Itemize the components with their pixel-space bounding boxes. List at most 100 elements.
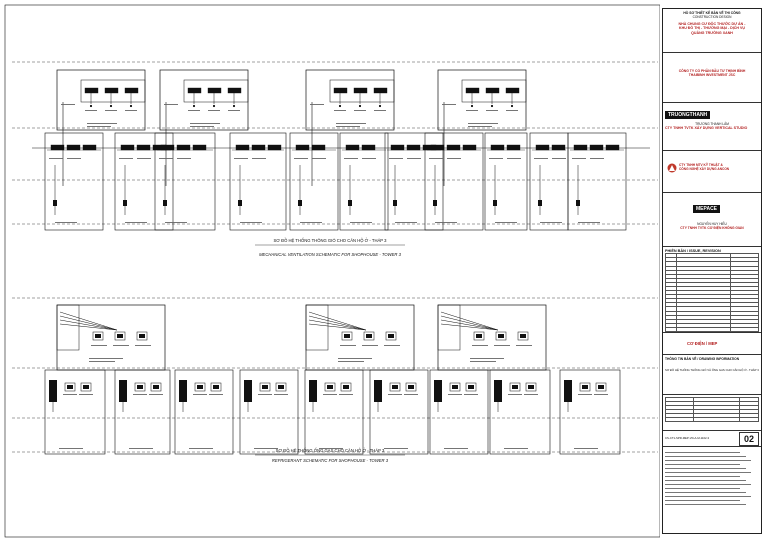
tag-label — [395, 222, 417, 223]
lower-apartment-frame — [229, 132, 287, 231]
fan-unit — [505, 87, 520, 94]
tag-label — [312, 158, 326, 159]
lower-apartment-frame — [304, 369, 364, 455]
tag-label — [323, 394, 337, 395]
fan-unit — [353, 87, 368, 94]
general-notes — [665, 451, 759, 505]
fan-zone — [183, 79, 249, 103]
diffuser — [109, 104, 113, 108]
tag-label — [159, 158, 173, 159]
exhaust-grille — [163, 200, 167, 206]
tag-label — [310, 104, 324, 105]
tag-label — [574, 448, 598, 449]
indoor-unit-core — [512, 385, 518, 389]
exhaust-grille — [576, 200, 580, 206]
upper-apartment-frame — [56, 304, 166, 371]
diffuser — [232, 104, 236, 108]
upper-apartment-frame — [305, 69, 395, 131]
refrigerant-pipe — [440, 323, 499, 331]
tag-label — [534, 158, 548, 159]
diffuser — [490, 104, 494, 108]
exhaust-grille — [53, 200, 57, 206]
fan-unit — [485, 87, 500, 94]
project-line-3: QUẢNG TRƯỜNG XANH — [691, 30, 733, 35]
mep-logo: MEPACE — [693, 204, 721, 213]
tag-label — [319, 448, 343, 449]
tag-label — [193, 394, 207, 395]
fan-unit — [82, 144, 97, 151]
tag-label — [578, 394, 592, 395]
tag-label — [389, 158, 403, 159]
tag-label — [354, 110, 366, 111]
refrigerant-pipe — [308, 311, 367, 331]
tag-label — [125, 110, 137, 111]
outdoor-pipe-riser — [49, 380, 57, 402]
tag-label — [495, 222, 517, 223]
lower-apartment-frame — [239, 369, 299, 455]
tag-label — [552, 158, 566, 159]
refrigerant-pipe — [440, 315, 499, 331]
tag-label — [524, 394, 538, 395]
tag-label — [119, 158, 133, 159]
tag-label — [87, 126, 111, 127]
tag-label — [91, 345, 107, 346]
tag-label — [85, 110, 97, 111]
tag-label — [336, 123, 366, 124]
refrigerant-pipe — [308, 319, 367, 331]
fan-unit — [187, 87, 202, 94]
tag-label — [338, 361, 364, 362]
diagram1-title-vi: SƠ ĐỒ HỆ THỐNG THÔNG GIÓ CHO CĂN HỘ Ở - … — [274, 238, 388, 243]
fan-unit — [605, 144, 620, 151]
tag-label — [470, 358, 504, 359]
revision-title: PHIÊN BẢN / ISSUE, REVISION — [665, 248, 721, 253]
tag-label — [486, 110, 498, 111]
diagram2-title-en: REFRIGERANT SCHEMATIC FOR SHOPHOUSE - TO… — [272, 458, 389, 463]
tag-label — [164, 104, 178, 105]
diffuser — [129, 104, 133, 108]
tag-label — [578, 222, 600, 223]
indoor-unit-core — [327, 385, 333, 389]
tag-label — [362, 158, 376, 159]
tag-label — [362, 345, 378, 346]
diffuser — [192, 104, 196, 108]
mep-company: CTY TNHH TVTK CƠ ĐIỆN KHÔNG GIAN — [680, 225, 744, 230]
diffuser — [470, 104, 474, 108]
indoor-unit-core — [137, 385, 143, 389]
tag-label — [254, 448, 278, 449]
fan-unit — [251, 144, 266, 151]
indoor-unit-core — [598, 385, 604, 389]
tag-label — [300, 222, 322, 223]
tag-label — [470, 361, 496, 362]
stage-vi: HỒ SƠ THIẾT KẾ BẢN VẼ THI CÔNG — [683, 10, 741, 15]
fan-unit — [589, 144, 604, 151]
tag-label — [340, 345, 356, 346]
diffuser — [510, 104, 514, 108]
tag-label — [384, 345, 400, 346]
tag-label — [444, 448, 468, 449]
fan-unit — [104, 87, 119, 94]
tag-label — [338, 358, 372, 359]
tag-label — [468, 126, 492, 127]
pipe-shaft — [305, 304, 329, 351]
tag-label — [442, 104, 456, 105]
outdoor-pipe-riser — [494, 380, 502, 402]
upper-apartment-frame — [305, 304, 415, 371]
outdoor-pipe-riser — [179, 380, 187, 402]
diagram2-title-vi: SƠ ĐỒ HỆ THỐNG ỐNG GAS CHO CĂN HỘ Ở - TH… — [276, 448, 385, 453]
lower-apartment-frame — [44, 369, 106, 455]
fan-unit — [406, 144, 421, 151]
indoor-unit-core — [344, 334, 350, 338]
fan-unit — [160, 144, 175, 151]
indoor-unit-core — [408, 385, 414, 389]
tag-label — [89, 358, 123, 359]
tag-label — [87, 123, 117, 124]
tag-label — [133, 394, 147, 395]
tag-label — [149, 394, 163, 395]
lower-apartment-frame — [424, 132, 484, 231]
fan-unit — [50, 144, 65, 151]
indoor-unit-core — [366, 334, 372, 338]
tag-label — [252, 158, 266, 159]
project-line-2: KHU ĐÔ THỊ - THƯƠNG MẠI - DỊCH VỤ — [679, 26, 745, 31]
tag-label — [507, 158, 521, 159]
indoor-unit-core — [117, 334, 123, 338]
